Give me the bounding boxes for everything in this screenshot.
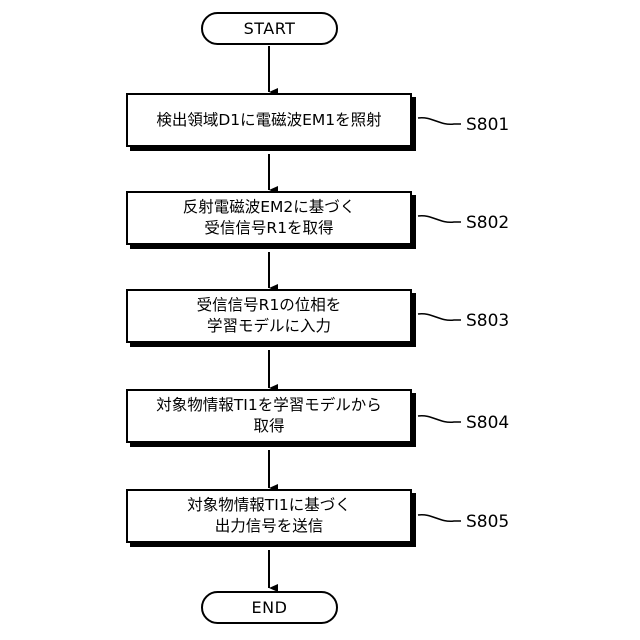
end-terminal: END [201, 591, 338, 624]
leader-s802 [418, 216, 461, 223]
process-box-s801: 検出領域D1に電磁波EM1を照射 [126, 93, 412, 147]
leader-s804 [418, 416, 461, 423]
leader-s801 [418, 118, 461, 125]
step-label-s802: S802 [466, 213, 509, 233]
process-box-s803: 受信信号R1の位相を 学習モデルに入力 [126, 289, 412, 343]
process-text-s805-line1: 対象物情報TI1に基づく [187, 495, 350, 516]
process-box-s804: 対象物情報TI1を学習モデルから 取得 [126, 389, 412, 443]
start-terminal: START [201, 12, 338, 45]
process-text-s804-line2: 取得 [253, 416, 284, 437]
process-text-s801: 検出領域D1に電磁波EM1を照射 [156, 110, 381, 131]
step-label-s804: S804 [466, 413, 509, 433]
process-text-s802-line1: 反射電磁波EM2に基づく [183, 197, 356, 218]
process-box-s802: 反射電磁波EM2に基づく 受信信号R1を取得 [126, 191, 412, 245]
process-text-s803-line1: 受信信号R1の位相を [197, 295, 342, 316]
leader-s803 [418, 314, 461, 321]
process-box-s805: 対象物情報TI1に基づく 出力信号を送信 [126, 489, 412, 543]
process-text-s802-line2: 受信信号R1を取得 [204, 218, 333, 239]
step-label-s803: S803 [466, 311, 509, 331]
start-label: START [244, 19, 296, 38]
step-label-s801: S801 [466, 115, 509, 135]
process-text-s805-line2: 出力信号を送信 [215, 516, 324, 537]
process-text-s804-line1: 対象物情報TI1を学習モデルから [156, 395, 381, 416]
step-label-s805: S805 [466, 512, 509, 532]
process-text-s803-line2: 学習モデルに入力 [207, 316, 331, 337]
leader-s805 [418, 515, 461, 522]
end-label: END [252, 598, 288, 617]
